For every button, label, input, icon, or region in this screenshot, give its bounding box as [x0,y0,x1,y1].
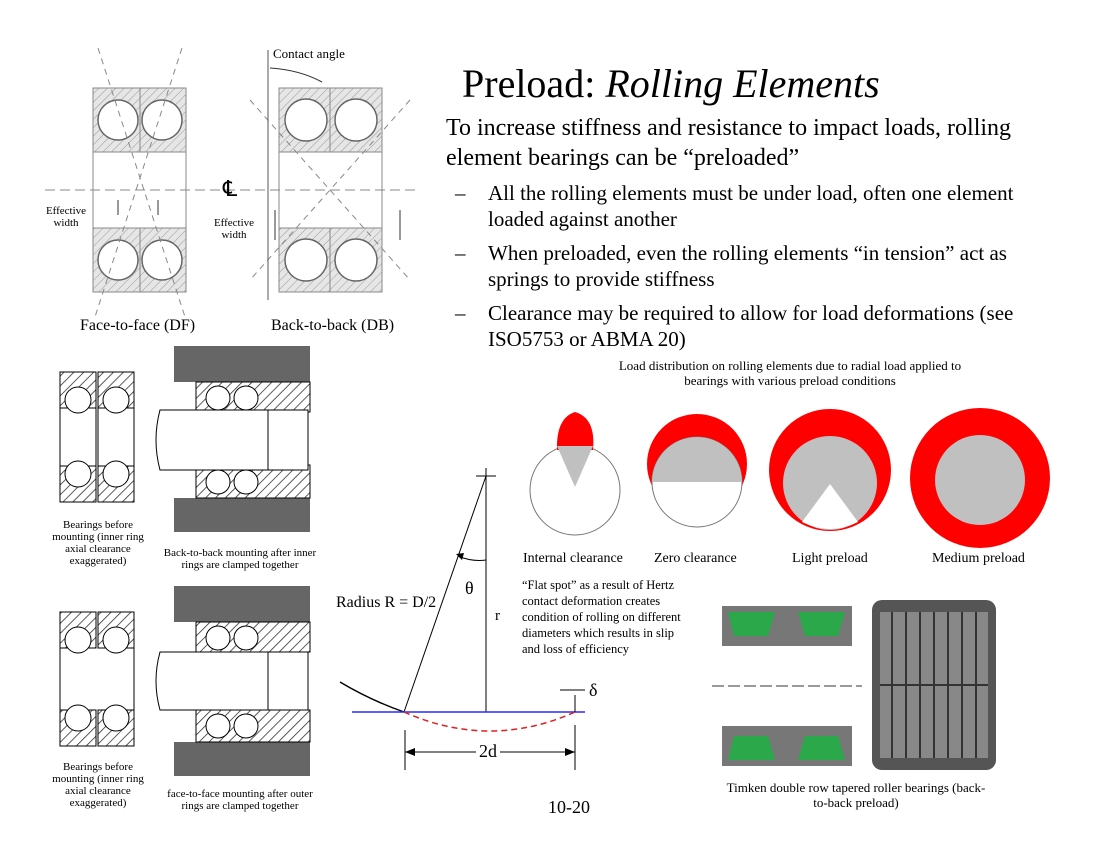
light-preload-diagram [769,409,891,531]
timken-photo [872,600,996,770]
after-caption-2: face-to-face mounting after outer rings … [167,788,313,812]
medium-preload-diagram [910,408,1050,548]
bullet-text: When preloaded, even the rolling element… [488,241,1007,291]
timken-caption: Timken double row tapered roller bearing… [726,780,986,810]
bullet-item: –All the rolling elements must be under … [455,180,1065,232]
load-distribution-caption: Load distribution on rolling elements du… [618,358,962,388]
db-label: Back-to-back (DB) [271,317,395,334]
bullet-list: –All the rolling elements must be under … [455,180,1065,360]
contact-angle-arc [269,67,323,83]
theta-label: θ [465,578,474,598]
title-main: Preload: [462,61,606,106]
bullet-item: –Clearance may be required to allow for … [455,300,1065,352]
timken-cross-section [712,606,862,766]
label-internal-clearance: Internal clearance [523,551,623,566]
effective-width-left: Effective width [45,205,87,229]
title-italic: Rolling Elements [605,61,880,106]
after-caption-1: Back-to-back mounting after inner rings … [163,547,317,571]
label-light-preload: Light preload [792,551,868,566]
delta-label: δ [589,680,598,700]
bearings-before-2 [59,611,135,747]
db-bearing [249,87,411,293]
bullet-item: –When preloaded, even the rolling elemen… [455,240,1065,292]
bearings-before-1 [59,371,135,503]
label-zero-clearance: Zero clearance [654,551,737,566]
two-d-label: 2d [476,741,500,762]
df-label: Face-to-face (DF) [80,317,196,334]
intro-text: To increase stiffness and resistance to … [446,115,1012,171]
before-caption-2: Bearings before mounting (inner ring axi… [52,761,144,809]
before-caption-1: Bearings before mounting (inner ring axi… [52,519,144,567]
slide-title: Preload: Rolling Elements [462,60,880,107]
label-medium-preload: Medium preload [932,551,1025,566]
bullet-dash: – [455,181,466,205]
mounted-after-2 [155,586,311,776]
bullet-text: All the rolling elements must be under l… [488,181,1014,231]
radius-label: Radius R = D/2 [336,594,437,611]
r-label: r [495,608,500,624]
page-number: 10-20 [548,797,590,817]
internal-clearance-diagram [529,412,621,536]
df-bearing [92,47,187,321]
contact-angle-label: Contact angle [273,46,345,61]
effective-width-right: Effective width [213,217,255,241]
mounted-after-1 [155,346,311,532]
centerline-symbol: ℄ [223,176,238,201]
bullet-text: Clearance may be required to allow for l… [488,301,1014,351]
bullet-dash: – [455,301,466,325]
flat-spot-note: “Flat spot” as a result of Hertz contact… [522,578,681,656]
bullet-dash: – [455,241,466,265]
zero-clearance-diagram [647,414,747,528]
